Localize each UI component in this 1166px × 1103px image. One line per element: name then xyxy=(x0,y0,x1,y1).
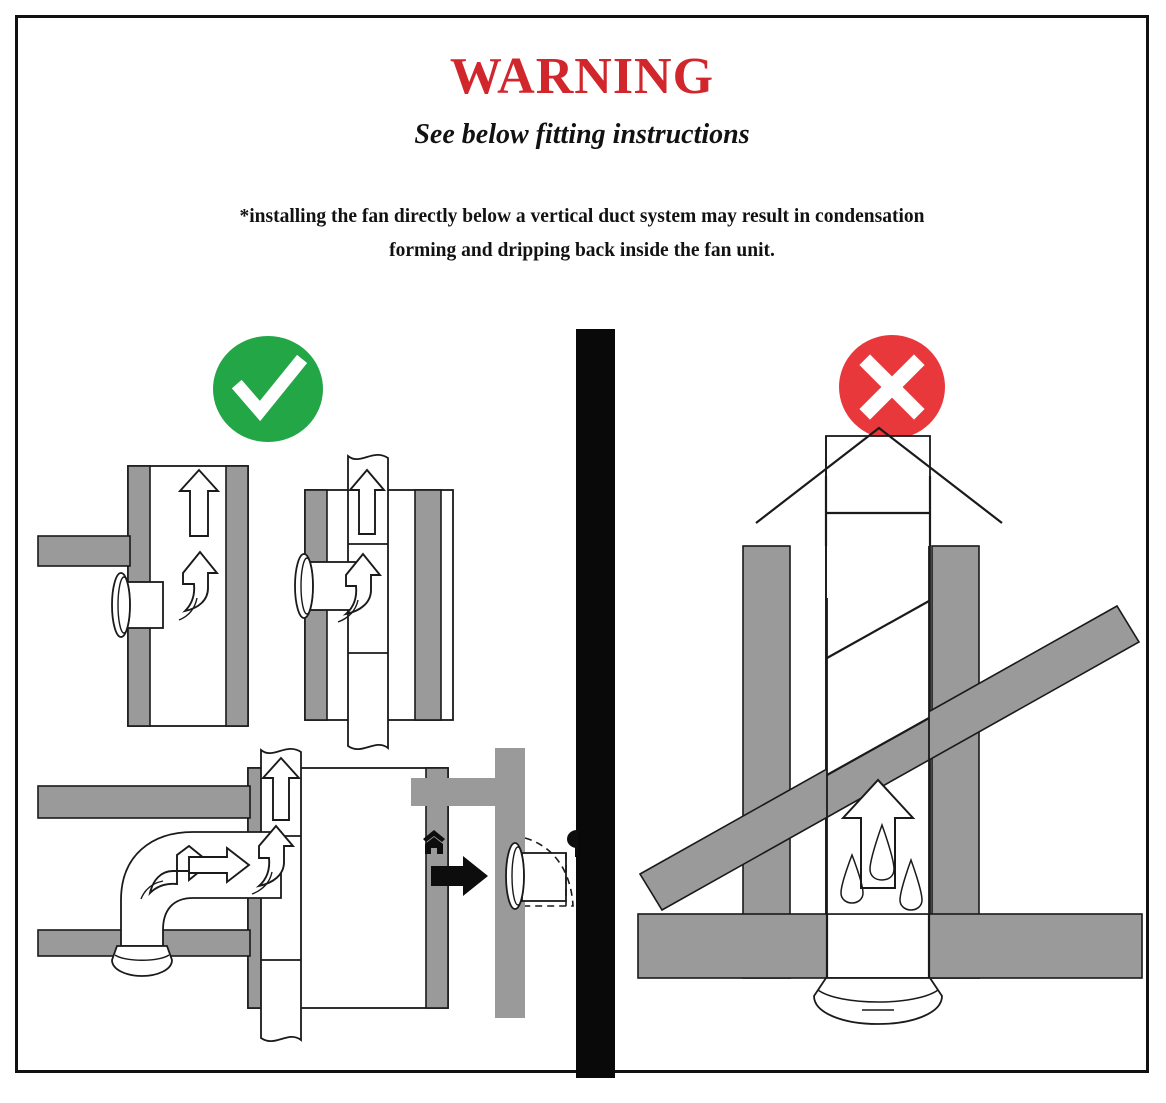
heading-block: WARNING See below fitting instructions xyxy=(18,48,1146,151)
note-line-1: *installing the fan directly below a ver… xyxy=(239,206,925,227)
airflow-arrow-curved-up xyxy=(251,824,296,895)
check-mark-icon xyxy=(213,336,323,442)
airflow-arrow-up xyxy=(840,778,916,889)
fan-unit-icon xyxy=(505,842,525,910)
roof-cowl-icon xyxy=(755,426,1003,546)
ceiling-fan-unit-icon xyxy=(111,945,173,977)
approved-figures-group: .m { fill:#9a9a9a; stroke:#1a1a1a; strok… xyxy=(33,448,578,1048)
note-block: *installing the fan directly below a ver… xyxy=(182,200,982,268)
airflow-arrow-up xyxy=(260,756,302,821)
figure-through-wall-direct xyxy=(411,748,578,1018)
forbidden-figure-group: .m2 { fill:#9a9a9a; stroke:#1a1a1a; stro… xyxy=(630,418,1150,1058)
forbidden-badge xyxy=(836,331,948,443)
airflow-arrow-right xyxy=(188,846,251,884)
page-subtitle: See below fitting instructions xyxy=(414,118,750,150)
page-title: WARNING xyxy=(449,48,715,105)
figure-wall-duct-through-wall xyxy=(294,453,454,751)
note-line-2: forming and dripping back inside the fan… xyxy=(389,240,775,262)
tree-icon xyxy=(567,830,578,857)
airflow-arrow-up xyxy=(347,468,387,535)
airflow-arrow-curved-up xyxy=(337,552,382,623)
figure-wall-vertical-riser xyxy=(37,465,249,727)
condensation-droplets xyxy=(840,822,923,911)
pitched-roof-slab xyxy=(638,604,1141,912)
airflow-arrow-solid-right xyxy=(431,856,488,896)
vertical-divider-bar xyxy=(576,329,615,1078)
figure-fan-below-vertical-duct xyxy=(637,426,1143,1025)
fan-unit-icon xyxy=(294,553,314,619)
airflow-arrow-curved-up xyxy=(178,550,219,621)
approved-badge xyxy=(210,331,326,447)
house-icon xyxy=(423,830,445,854)
figure-ceiling-elbow-to-riser xyxy=(37,747,449,1043)
duct-shaft-left xyxy=(742,545,791,979)
ceiling-fan-unit-icon xyxy=(813,977,943,1025)
cross-mark-icon xyxy=(839,335,945,439)
duct-outline-dashed xyxy=(524,837,574,907)
fan-unit-icon xyxy=(111,572,131,638)
page-border-frame: WARNING See below fitting instructions *… xyxy=(15,15,1150,1078)
airflow-arrow-up xyxy=(177,468,221,537)
